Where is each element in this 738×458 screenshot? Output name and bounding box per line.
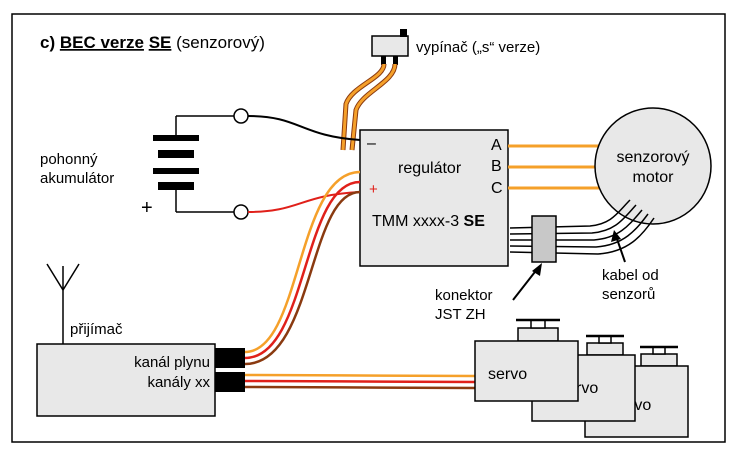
receiver-channel-throttle: kanál plynu bbox=[134, 354, 210, 371]
switch-label: vypínač („s“ verze) bbox=[416, 39, 540, 56]
servo-cable-signal bbox=[244, 373, 476, 378]
motor-label-line1: senzorový bbox=[617, 149, 690, 166]
battery-terminal bbox=[233, 108, 249, 124]
battery-plus-wire bbox=[247, 191, 361, 213]
sensor-cable-pointer-arrow bbox=[615, 235, 626, 263]
sensor-cable-label-line1: kabel od bbox=[602, 267, 659, 284]
sensor-cable bbox=[509, 199, 655, 255]
connector-label-line2: JST ZH bbox=[435, 306, 486, 323]
regulator-box bbox=[359, 129, 509, 267]
regulator-phase-a: A bbox=[491, 137, 502, 154]
bec-cable-signal bbox=[244, 170, 361, 354]
battery-plus-sign: + bbox=[141, 197, 153, 219]
battery-cell bbox=[153, 135, 199, 141]
battery-label-line1: pohonný bbox=[40, 151, 98, 168]
switch-wire bbox=[341, 63, 386, 151]
sensor-cable-label-line2: senzorů bbox=[602, 286, 655, 303]
receiver-label: přijímač bbox=[70, 321, 123, 338]
battery-cell bbox=[158, 150, 194, 158]
receiver-plug-xx bbox=[215, 372, 245, 392]
connector-label-line1: konektor bbox=[435, 287, 493, 304]
connector-pointer-arrow bbox=[512, 267, 539, 301]
power-switch bbox=[371, 29, 409, 65]
battery-minus-wire bbox=[247, 115, 361, 141]
servo-1 bbox=[474, 318, 579, 402]
battery-cell bbox=[158, 182, 194, 190]
motor-body bbox=[594, 107, 712, 225]
battery-label-line2: akumulátor bbox=[40, 170, 114, 187]
switch-pin bbox=[381, 56, 386, 65]
servo-2-label: rvo bbox=[576, 380, 598, 397]
receiver-channel-xx: kanály xx bbox=[147, 374, 210, 391]
antenna-icon bbox=[46, 263, 80, 344]
regulator-label: regulátor bbox=[398, 160, 462, 177]
switch-wire bbox=[350, 63, 397, 151]
servo-1-label: servo bbox=[488, 366, 527, 383]
connector-arrowhead bbox=[532, 263, 542, 276]
bec-cable-minus bbox=[244, 190, 361, 366]
receiver-box bbox=[36, 343, 216, 417]
switch-body bbox=[371, 35, 409, 57]
jst-connector bbox=[531, 215, 557, 263]
regulator-phase-b: B bbox=[491, 158, 502, 175]
receiver-plug-throttle bbox=[215, 348, 245, 368]
regulator-minus: – bbox=[367, 135, 376, 152]
servo-cable-plus bbox=[244, 379, 476, 384]
diagram-title: c) BEC verze SE (senzorový) bbox=[40, 33, 265, 52]
switch-pin bbox=[393, 56, 398, 65]
motor-label-line2: motor bbox=[633, 169, 675, 186]
bec-cable-plus bbox=[244, 180, 361, 360]
regulator-model: TMM xxxx-3 SE bbox=[372, 213, 485, 230]
sensor-cable-arrowhead bbox=[611, 230, 621, 242]
regulator-phase-c: C bbox=[491, 180, 503, 197]
switch-lever bbox=[400, 29, 407, 37]
battery-cell bbox=[153, 168, 199, 174]
battery-terminal bbox=[233, 204, 249, 220]
servo-cable-minus bbox=[244, 385, 476, 390]
regulator-plus: + bbox=[369, 181, 378, 198]
